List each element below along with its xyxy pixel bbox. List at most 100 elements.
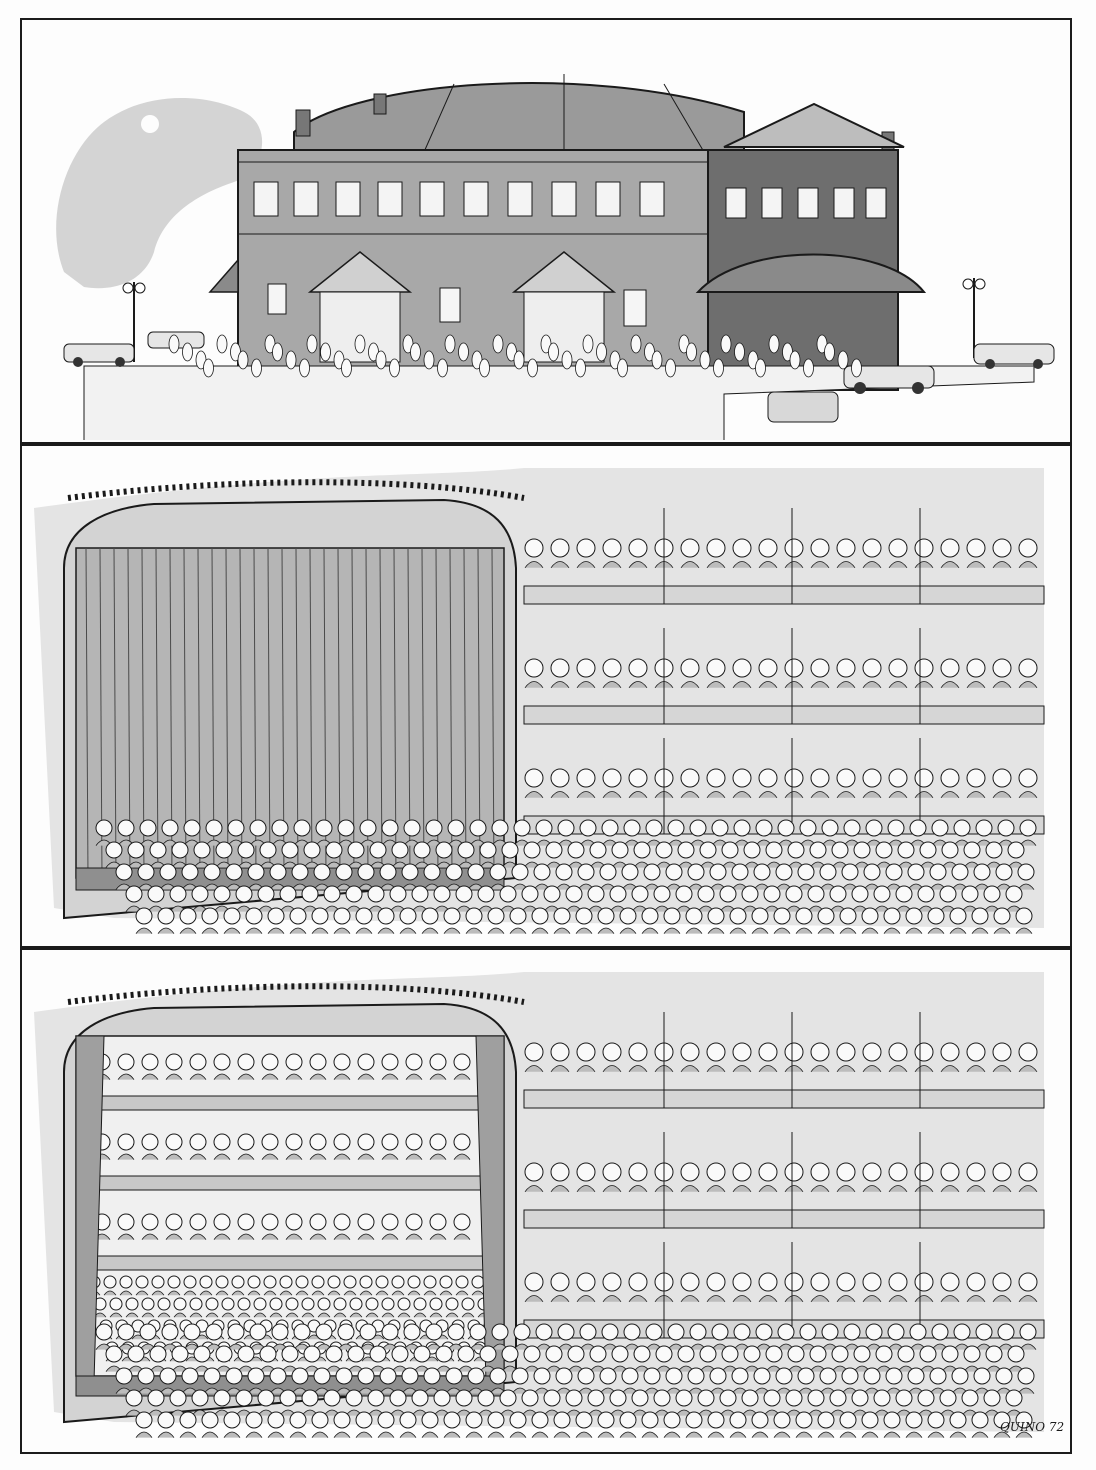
window — [833, 187, 855, 219]
audience-head — [914, 1042, 934, 1062]
audience-head — [524, 658, 544, 678]
pedestrian — [561, 350, 573, 370]
audience-head — [784, 1042, 804, 1062]
pedestrian — [216, 334, 228, 354]
audience-head — [225, 863, 243, 881]
audience-head — [753, 863, 771, 881]
pedestrian — [168, 334, 180, 354]
audience-head — [851, 1389, 869, 1407]
audience-head — [885, 1367, 903, 1385]
audience-head — [151, 1275, 165, 1289]
audience-head — [357, 1213, 375, 1231]
audience-head — [733, 819, 751, 837]
audience-head — [836, 1042, 856, 1062]
audience-head — [797, 863, 815, 881]
audience-head — [1018, 1042, 1038, 1062]
auditorium-closed-drawing — [34, 468, 1045, 934]
audience-head — [445, 1367, 463, 1385]
pedestrian — [251, 358, 262, 378]
audience-head — [171, 841, 189, 859]
auditorium-open-drawing — [34, 972, 1045, 1438]
audience-head — [807, 1389, 825, 1407]
audience-head — [575, 907, 593, 925]
audience-head — [993, 907, 1011, 925]
window — [507, 181, 533, 217]
audience-head — [201, 1411, 219, 1429]
audience-head — [687, 863, 705, 881]
audience-head — [301, 885, 319, 903]
entrance-door-right — [523, 291, 605, 363]
audience-head — [699, 841, 717, 859]
audience-head — [199, 1275, 213, 1289]
audience-head — [839, 907, 857, 925]
pedestrian — [768, 334, 780, 354]
audience-head — [829, 1389, 847, 1407]
audience-head — [333, 1053, 351, 1071]
audience-head — [524, 768, 544, 788]
audience-head — [602, 538, 622, 558]
audience-head — [313, 1367, 331, 1385]
audience-head — [413, 841, 431, 859]
audience-head — [261, 1133, 279, 1151]
audience-head — [861, 1411, 879, 1429]
audience-head — [323, 885, 341, 903]
audience-head — [237, 841, 255, 859]
audience-head — [333, 907, 351, 925]
audience-head — [663, 1411, 681, 1429]
audience-head — [311, 1411, 329, 1429]
pedestrian — [479, 358, 490, 378]
audience-head — [535, 1323, 553, 1341]
audience-head — [997, 1323, 1015, 1341]
audience-head — [445, 863, 463, 881]
audience-head — [697, 885, 715, 903]
audience-head — [135, 1411, 153, 1429]
audience-head — [643, 1367, 661, 1385]
audience-head — [628, 538, 648, 558]
audience-head — [821, 1323, 839, 1341]
window — [639, 181, 665, 217]
audience-head — [455, 885, 473, 903]
audience-head — [576, 768, 596, 788]
audience-head — [335, 1367, 353, 1385]
audience-head — [985, 841, 1003, 859]
audience-head — [533, 863, 551, 881]
audience-head — [623, 819, 641, 837]
audience-head — [971, 1411, 989, 1429]
audience-head — [423, 1275, 437, 1289]
audience-head — [888, 1042, 908, 1062]
audience-head — [271, 819, 289, 837]
audience-head — [862, 658, 882, 678]
audience-head — [773, 1411, 791, 1429]
audience-head — [784, 1162, 804, 1182]
audience-head — [309, 1133, 327, 1151]
audience-head — [524, 538, 544, 558]
audience-head — [917, 1389, 935, 1407]
audience-head — [645, 819, 663, 837]
audience-head — [147, 885, 165, 903]
audience-head — [435, 841, 453, 859]
audience-head — [973, 863, 991, 881]
audience-head — [732, 768, 752, 788]
audience-head — [550, 1042, 570, 1062]
audience-head — [545, 841, 563, 859]
audience-head — [125, 1389, 143, 1407]
audience-head — [531, 1411, 549, 1429]
audience-head — [257, 1389, 275, 1407]
audience-head — [940, 658, 960, 678]
audience-head — [365, 1297, 379, 1311]
audience-head — [429, 1133, 447, 1151]
audience-head — [1018, 658, 1038, 678]
balcony-rail — [523, 1209, 1045, 1229]
audience-head — [810, 768, 830, 788]
audience-head — [843, 1323, 861, 1341]
audience-head — [557, 819, 575, 837]
audience-head — [293, 819, 311, 837]
audience-head — [467, 1367, 485, 1385]
audience-head — [303, 841, 321, 859]
audience-head — [391, 1345, 409, 1363]
audience-head — [888, 538, 908, 558]
audience-head — [375, 1275, 389, 1289]
audience-head — [179, 907, 197, 925]
audience-head — [301, 1297, 315, 1311]
audience-head — [655, 841, 673, 859]
